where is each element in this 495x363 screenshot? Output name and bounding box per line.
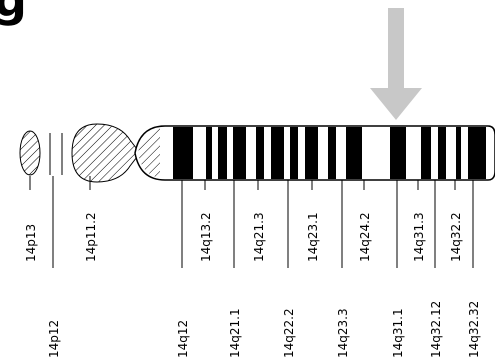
band-label: 14q23.1 [306,212,320,262]
band-labels: 14p13 14p11.2 14q13.2 14q21.3 14q23.1 14q24.2… [24,212,481,358]
band-label: 14p12 [47,320,61,358]
q-arm-dark-band [290,127,298,179]
band-label: 14q32.32 [467,301,481,358]
q-arm-dark-band [468,127,486,179]
q-arm-dark-band [346,127,362,179]
band-label-lines [29,176,474,268]
band-label: 14q24.2 [358,212,372,262]
q-arm-dark-band [233,127,246,179]
band-label: 14q31.1 [391,308,405,358]
q11-hatched-band [138,128,160,178]
q-arm [134,125,495,181]
q-arm-dark-band [271,127,284,179]
location-arrow [370,8,422,120]
q-arm-dark-band [256,127,264,179]
band-label: 14p11.2 [84,212,98,262]
band-label: 14q21.1 [228,308,242,358]
q-arm-dark-band [456,127,461,179]
q-arm-dark-band [305,127,318,179]
partial-heading-letter: g [0,0,27,27]
p13-satellite-band [19,130,41,176]
p11-2-centromere-band [71,123,141,183]
band-label: 14q22.2 [282,308,296,358]
band-label: 14q32.12 [429,301,443,358]
band-label: 14q21.3 [252,212,266,262]
band-label: 14q32.2 [449,212,463,262]
q-arm-dark-band [421,127,431,179]
q-arm-dark-band [438,127,446,179]
q-arm-dark-band [328,127,336,179]
q-arm-dark-band [390,127,406,179]
band-label: 14q23.3 [336,308,350,358]
q-arm-dark-band [218,127,227,179]
q-arm-dark-band [173,127,193,179]
band-label: 14p13 [24,224,38,262]
band-label: 14q31.3 [412,212,426,262]
band-label: 14q13.2 [199,212,213,262]
q-arm-dark-band [206,127,212,179]
band-label: 14q12 [176,320,190,358]
